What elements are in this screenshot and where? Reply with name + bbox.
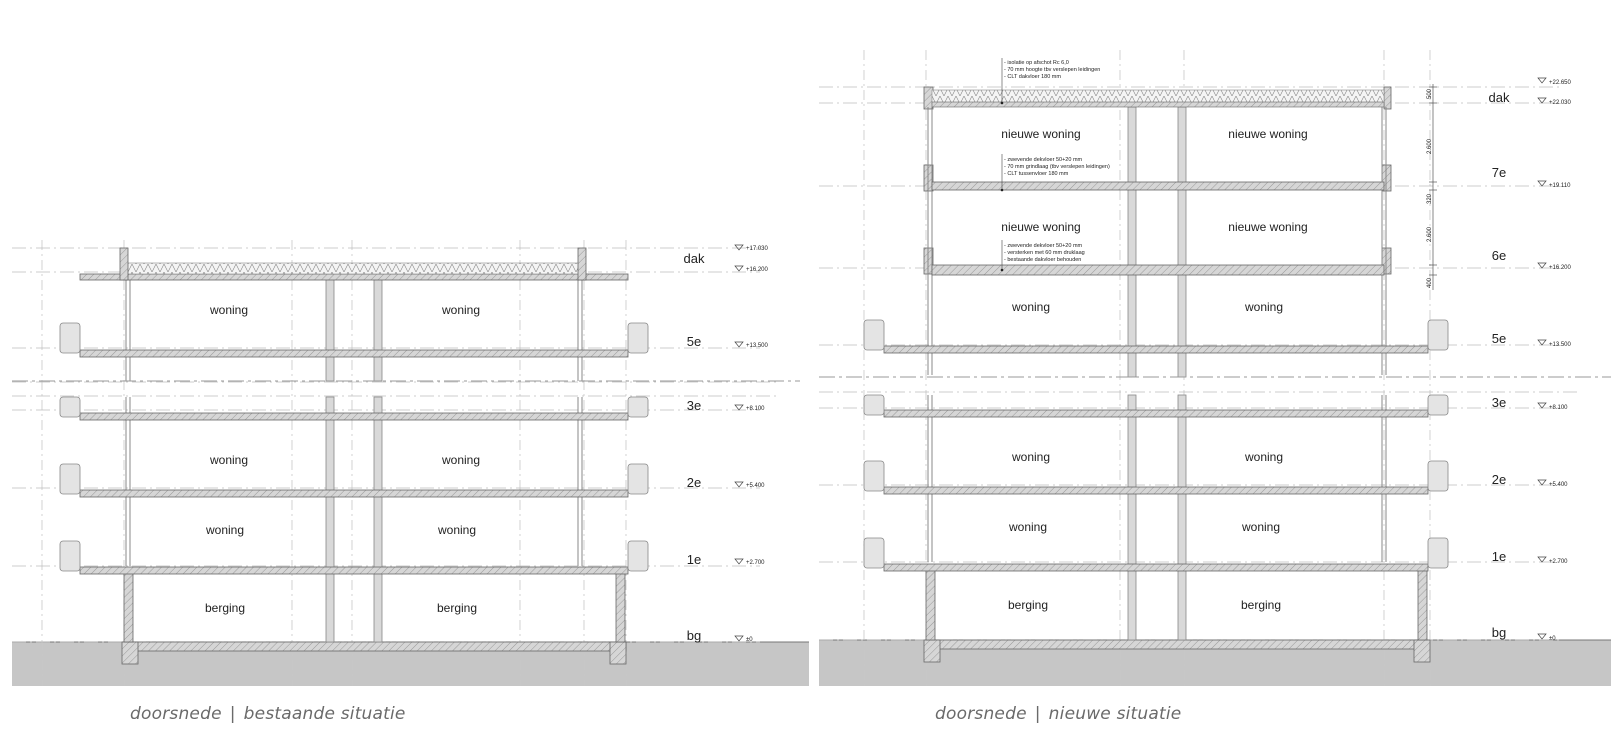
annotation-text: - bestaande dakvloer behouden (1004, 257, 1081, 263)
level-name: 3e (1492, 395, 1506, 410)
elevation-value: +22.030 (1549, 100, 1572, 106)
level-name: bg (1492, 625, 1506, 640)
dimension-value: 2.600 (1427, 138, 1433, 154)
caption-separator: | (229, 704, 236, 724)
elevation-value: +13.500 (1549, 342, 1572, 348)
room-label: woning (441, 303, 480, 317)
section-existing: woning woning woning woning woning wonin… (12, 240, 809, 686)
caption-subtitle: bestaande situatie (243, 704, 406, 724)
elevation-value: +22.650 (1549, 80, 1572, 86)
elevation-value: +5.400 (1549, 482, 1568, 488)
room-label: woning (437, 523, 476, 537)
room-label: woning (1011, 300, 1050, 314)
elevation-value: +16.200 (1549, 265, 1572, 271)
dimension-value: 2.600 (1427, 226, 1433, 242)
elevation-value: ±0 (746, 637, 753, 643)
room-label: woning (1244, 450, 1283, 464)
room-label: berging (205, 601, 245, 615)
annotation-text: - CLT dakvloer 180 mm (1004, 74, 1061, 80)
level-name: 5e (1492, 331, 1506, 346)
room-label: nieuwe woning (1001, 220, 1080, 234)
room-label: berging (1241, 598, 1281, 612)
annotation-text: - 70 mm hoogte tbv verslepen leidingen (1004, 67, 1100, 73)
room-label: berging (437, 601, 477, 615)
elevation-value: +17.030 (746, 246, 769, 252)
room-label: woning (209, 453, 248, 467)
annotation-text: - CLT tussenvloer 180 mm (1004, 171, 1069, 177)
annotation-text: - zwevende dekvloer 50+20 mm (1004, 243, 1083, 249)
elevation-value: +8.100 (746, 406, 765, 412)
level-name: 1e (687, 552, 701, 567)
level-name: 1e (1492, 549, 1506, 564)
grid-lines (41, 240, 627, 686)
level-name: 3e (687, 398, 701, 413)
level-name: 2e (1492, 472, 1506, 487)
dimension-line (1429, 84, 1437, 290)
room-label: woning (1008, 520, 1047, 534)
elevation-value: +19.110 (1549, 183, 1571, 189)
dimension-value: 400 (1427, 277, 1433, 288)
elevation-value: +2.700 (1549, 559, 1568, 565)
dimension-value: 500 (1427, 88, 1433, 99)
annotation-text: - zwevende dekvloer 50+20 mm (1004, 157, 1083, 163)
elevation-value: ±0 (1549, 636, 1556, 642)
caption-existing: doorsnede | bestaande situatie (130, 704, 406, 724)
annotation-text: - isolatie op afschot Rc 6,0 (1004, 60, 1069, 66)
room-label: woning (441, 453, 480, 467)
elevation-value: +13.500 (746, 343, 769, 349)
room-label: berging (1008, 598, 1048, 612)
grid-lines (863, 50, 1431, 686)
room-label: nieuwe woning (1228, 220, 1307, 234)
level-name: 6e (1492, 248, 1506, 263)
room-label: woning (209, 303, 248, 317)
room-label: woning (1011, 450, 1050, 464)
elevation-value: +5.400 (746, 483, 765, 489)
room-label: woning (1244, 300, 1283, 314)
room-label: nieuwe woning (1228, 127, 1307, 141)
annotation-text: - 70 mm grindlaag (tbv verslepen leiding… (1004, 164, 1110, 170)
elevation-value: +16.200 (746, 267, 769, 273)
caption-title: doorsnede (935, 704, 1027, 724)
level-name: 5e (687, 334, 701, 349)
caption-subtitle: nieuwe situatie (1048, 704, 1182, 724)
section-new: 500 2.600 320 2.600 400 nieuwe woning ni… (819, 50, 1611, 686)
elevation-value: +2.700 (746, 560, 765, 566)
caption-new: doorsnede | nieuwe situatie (935, 704, 1181, 724)
annotation-text: - versterken met 60 mm druklaag (1004, 250, 1085, 256)
elevation-value: +8.100 (1549, 405, 1568, 411)
level-name: bg (687, 628, 701, 643)
room-label: woning (1241, 520, 1280, 534)
level-name: dak (1489, 90, 1510, 105)
caption-title: doorsnede (130, 704, 222, 724)
level-name: 7e (1492, 165, 1506, 180)
caption-separator: | (1034, 704, 1041, 724)
room-label: nieuwe woning (1001, 127, 1080, 141)
dimension-value: 320 (1427, 193, 1433, 204)
room-label: woning (205, 523, 244, 537)
level-name: dak (684, 251, 705, 266)
level-name: 2e (687, 475, 701, 490)
